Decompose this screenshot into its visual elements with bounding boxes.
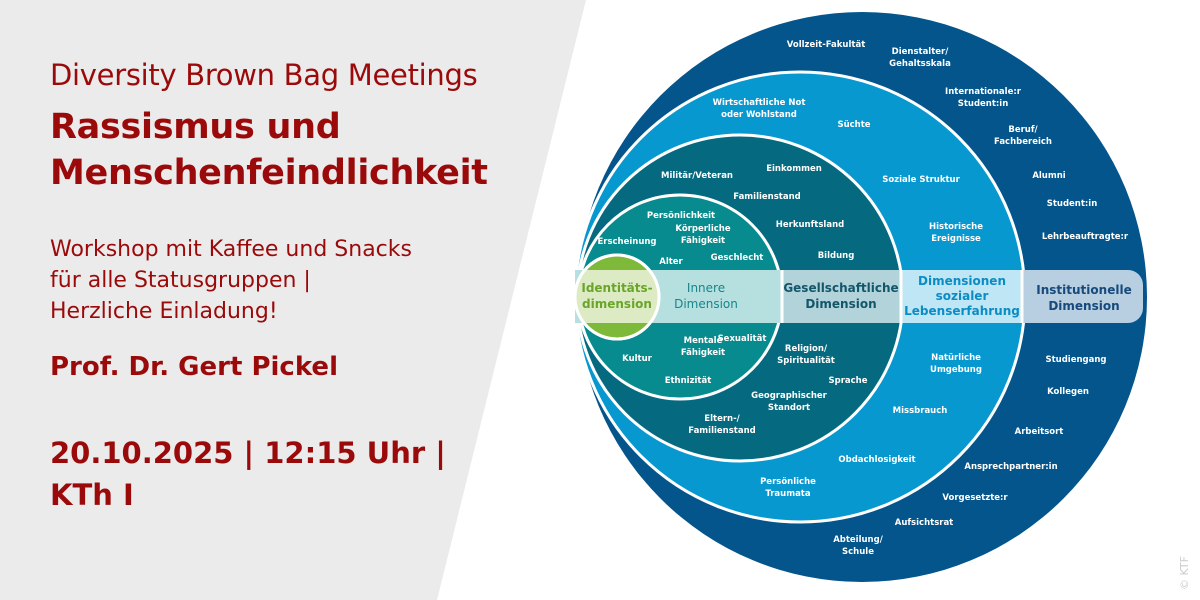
societal-item: Eltern-/Familienstand — [688, 414, 755, 436]
institutional-item: Alumni — [1032, 171, 1065, 181]
copyright: © KTF — [1178, 556, 1191, 590]
subtitle-line: Herzliche Einladung! — [50, 299, 278, 324]
date-line: 20.10.2025 | 12:15 Uhr | — [50, 436, 446, 470]
date-line: KTh I — [50, 478, 134, 512]
identity-band — [575, 270, 659, 323]
institutional-item: Dienstalter/Gehaltsskala — [889, 47, 951, 69]
subtitle-line: für alle Statusgruppen | — [50, 268, 311, 293]
inner-item: Ethnizität — [665, 376, 712, 386]
societal-item: Familienstand — [733, 192, 800, 202]
institutional-item: Studiengang — [1045, 355, 1106, 365]
inner-item: Sexualität — [718, 334, 767, 344]
social-item: Süchte — [837, 120, 870, 130]
inner-item: Geschlecht — [711, 253, 764, 263]
inner-item: Persönlichkeit — [647, 211, 715, 221]
institutional-item: Student:in — [1047, 199, 1098, 209]
societal-item: Einkommen — [766, 164, 822, 174]
societal-item: Herkunftsland — [776, 220, 844, 230]
event-title: Rassismus und Menschenfeindlichkeit — [50, 104, 488, 196]
inner-item: Kultur — [622, 354, 653, 364]
societal-item: Religion/Spiritualität — [777, 344, 835, 366]
institutional-item: Ansprechpartner:in — [964, 462, 1057, 472]
inner-item: Erscheinung — [597, 237, 656, 247]
institutional-item: Kollegen — [1047, 387, 1089, 397]
event-date: 20.10.2025 | 12:15 Uhr | KTh I — [50, 432, 446, 516]
social-item: Soziale Struktur — [882, 175, 960, 185]
event-title-line: Rassismus und — [50, 107, 341, 147]
social-item: Missbrauch — [893, 406, 948, 416]
institutional-item: Vorgesetzte:r — [942, 493, 1008, 503]
social-item: Obdachlosigkeit — [838, 455, 915, 465]
societal-item: Militär/Veteran — [661, 171, 733, 181]
institutional-item: Lehrbeauftragte:r — [1042, 232, 1129, 242]
institutional-item: Vollzeit-Fakultät — [787, 40, 866, 50]
institutional-item: Arbeitsort — [1015, 427, 1064, 437]
institutional-item: Abteilung/Schule — [833, 535, 884, 557]
institutional-item: Aufsichtsrat — [895, 518, 954, 528]
societal-item: Sprache — [829, 376, 868, 386]
identity-outline — [573, 253, 661, 341]
event-title-line: Menschenfeindlichkeit — [50, 153, 488, 193]
speaker-name: Prof. Dr. Gert Pickel — [50, 352, 338, 382]
institutional-item: Beruf/Fachbereich — [994, 125, 1052, 147]
societal-item: Bildung — [818, 251, 855, 261]
identity-dimension-label: Identitäts-dimension — [581, 281, 652, 311]
inner-item: Alter — [659, 257, 683, 267]
series-title: Diversity Brown Bag Meetings — [50, 58, 478, 92]
subtitle-line: Workshop mit Kaffee und Snacks — [50, 237, 412, 262]
event-subtitle: Workshop mit Kaffee und Snacks für alle … — [50, 234, 412, 327]
